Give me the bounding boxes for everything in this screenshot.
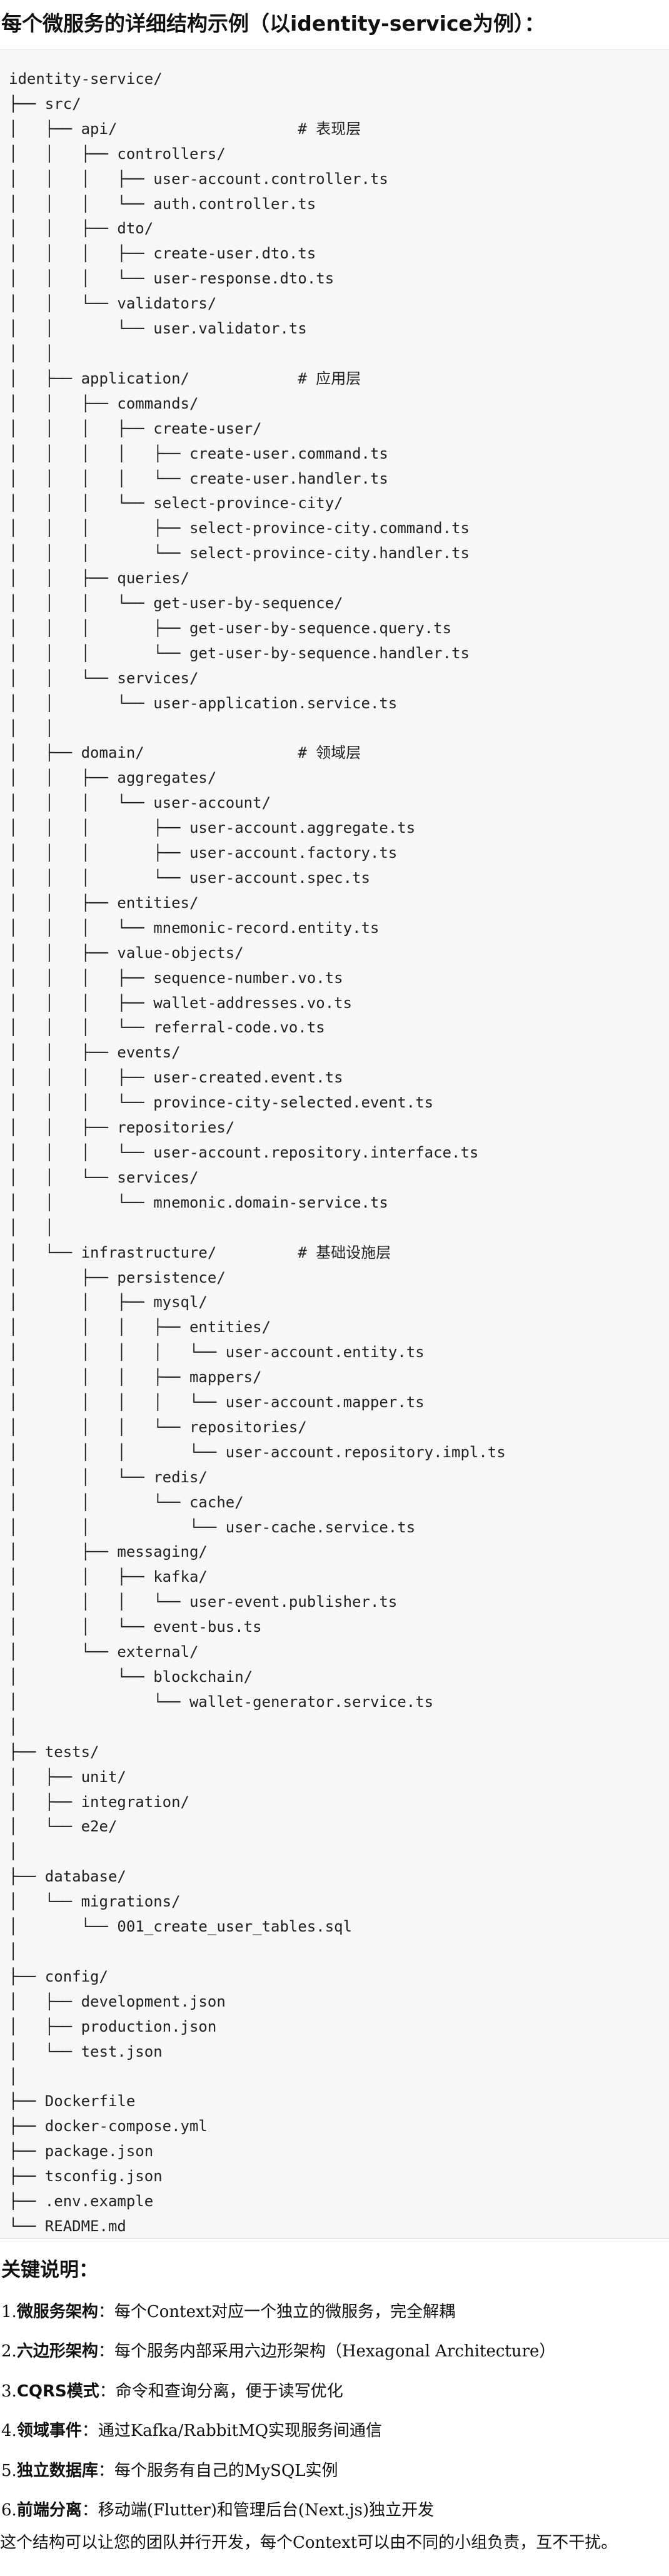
list-item: 5.独立数据库：每个服务有自己的MySQL实例 xyxy=(1,2451,555,2491)
key-points-list: 1.微服务架构：每个Context对应一个独立的微服务，完全解耦 2.六边形架构… xyxy=(1,2293,555,2530)
closing-paragraph: 这个结构可以让您的团队并行开发，每个Context可以由不同的小组负责，互不干扰… xyxy=(0,2533,618,2552)
item-term: 六边形架构 xyxy=(16,2342,98,2361)
directory-tree: identity-service/ ├── src/ │ ├── api/ # … xyxy=(9,70,506,2235)
page-title: 每个微服务的详细结构示例（以identity-service为例）： xyxy=(1,11,545,36)
item-term: 领域事件 xyxy=(16,2421,82,2441)
item-term: 前端分离 xyxy=(16,2500,82,2520)
item-number: 1. xyxy=(1,2303,17,2321)
item-text: ：每个服务有自己的MySQL实例 xyxy=(98,2461,338,2480)
item-term: 独立数据库 xyxy=(16,2461,98,2480)
list-item: 1.微服务架构：每个Context对应一个独立的微服务，完全解耦 xyxy=(1,2293,555,2332)
item-term: 微服务架构 xyxy=(16,2303,98,2321)
list-item: 3.CQRS模式：命令和查询分离，便于读写优化 xyxy=(1,2372,555,2411)
key-section-title: 关键说明： xyxy=(1,2259,98,2281)
item-number: 2. xyxy=(1,2342,17,2361)
item-number: 6. xyxy=(1,2500,17,2520)
item-text: ：每个服务内部采用六边形架构（Hexagonal Architecture） xyxy=(98,2342,556,2361)
item-text: ：通过Kafka/RabbitMQ实现服务间通信 xyxy=(81,2421,383,2441)
item-text: ：命令和查询分离，便于读写优化 xyxy=(99,2381,343,2401)
item-text: ：每个Context对应一个独立的微服务，完全解耦 xyxy=(98,2303,456,2321)
item-number: 5. xyxy=(1,2461,17,2480)
item-number: 4. xyxy=(1,2421,17,2441)
code-block: identity-service/ ├── src/ │ ├── api/ # … xyxy=(0,49,669,2239)
item-number: 3. xyxy=(1,2381,17,2401)
list-item: 2.六边形架构：每个服务内部采用六边形架构（Hexagonal Architec… xyxy=(1,2332,555,2371)
list-item: 6.前端分离：移动端(Flutter)和管理后台(Next.js)独立开发 xyxy=(1,2491,555,2530)
item-term: CQRS模式 xyxy=(16,2381,99,2401)
list-item: 4.领域事件：通过Kafka/RabbitMQ实现服务间通信 xyxy=(1,2411,555,2451)
item-text: ：移动端(Flutter)和管理后台(Next.js)独立开发 xyxy=(81,2500,435,2520)
